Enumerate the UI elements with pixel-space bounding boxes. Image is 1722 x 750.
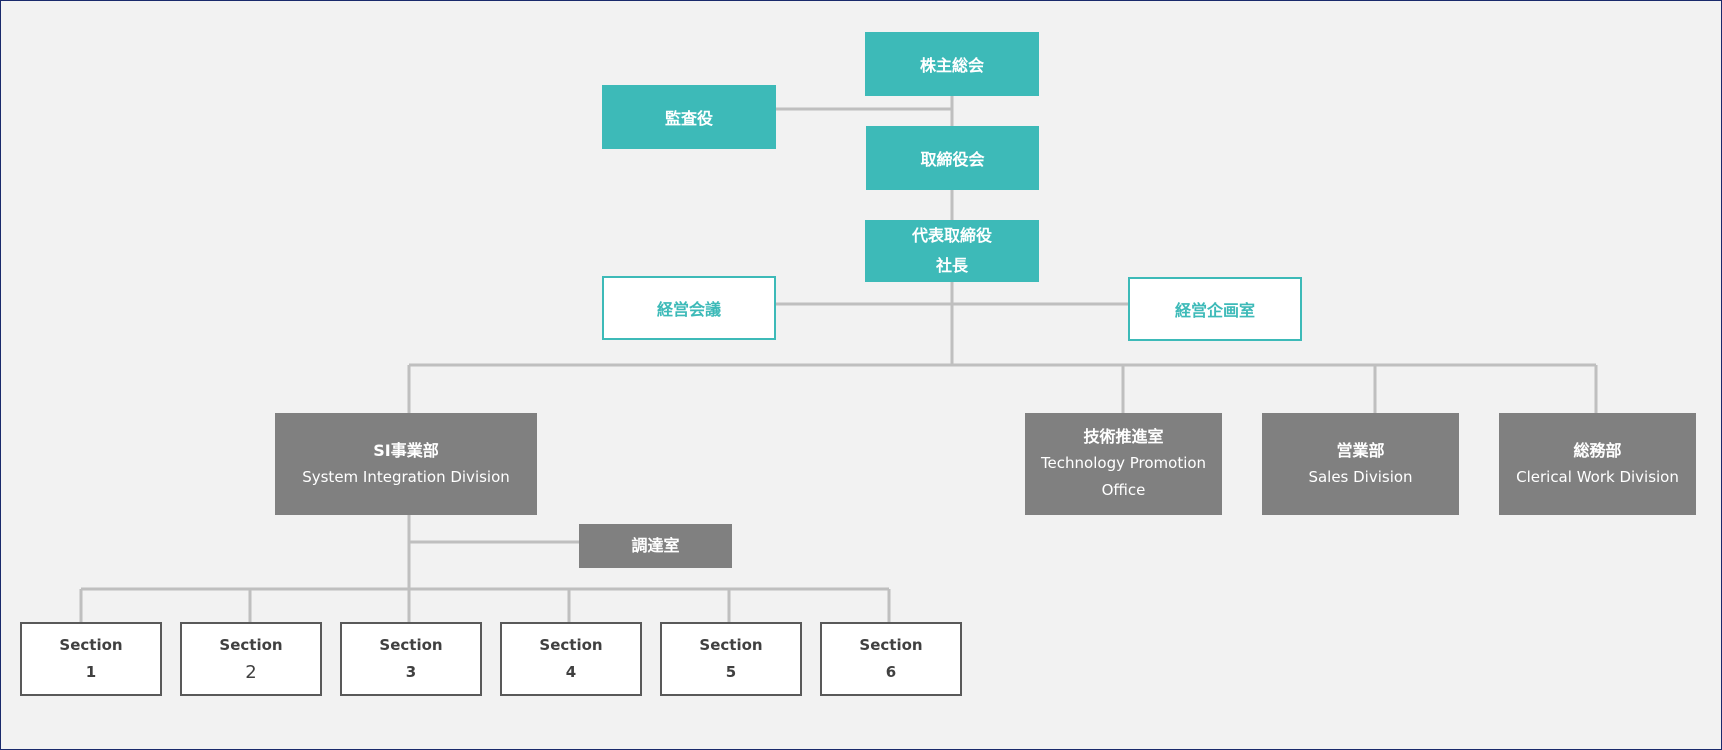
section-6-label: Section — [859, 636, 923, 654]
ceo-box: 代表取締役 社長 — [865, 220, 1039, 282]
sales-division-en: Sales Division — [1308, 467, 1413, 486]
section-6-number: 6 — [885, 663, 897, 681]
corporate-planning-label: 経営企画室 — [1174, 301, 1255, 320]
clerical-division-box: 総務部 Clerical Work Division — [1499, 413, 1696, 515]
section-5-label: Section — [699, 636, 763, 654]
tech-office-ja: 技術推進室 — [1083, 427, 1164, 446]
sales-division-ja: 営業部 — [1336, 440, 1385, 460]
section-1-number: 1 — [85, 663, 97, 681]
section-3-number: 3 — [405, 663, 417, 681]
section-2-label: Section — [219, 636, 283, 654]
ceo-label-line1: 代表取締役 — [911, 226, 992, 245]
section-box-2: Section 2 — [180, 622, 322, 696]
si-division-ja: SI事業部 — [373, 440, 439, 460]
section-4-number: 4 — [565, 663, 577, 681]
section-box-3: Section 3 — [340, 622, 482, 696]
section-box-5: Section 5 — [660, 622, 802, 696]
section-2-number: 2 — [245, 662, 257, 683]
shareholders-meeting-label: 株主総会 — [919, 56, 984, 75]
sales-division-box: 営業部 Sales Division — [1262, 413, 1459, 515]
section-box-6: Section 6 — [820, 622, 962, 696]
board-box: 取締役会 — [866, 126, 1039, 190]
clerical-division-ja: 総務部 — [1573, 440, 1622, 460]
corporate-planning-box: 経営企画室 — [1128, 277, 1302, 341]
management-meeting-box: 経営会議 — [602, 276, 776, 340]
section-1-label: Section — [59, 636, 123, 654]
auditor-label: 監査役 — [664, 109, 713, 128]
section-4-label: Section — [539, 636, 603, 654]
procurement-box: 調達室 — [579, 524, 732, 568]
si-division-box: SI事業部 System Integration Division — [275, 413, 537, 515]
tech-office-box: 技術推進室 Technology Promotion Office — [1025, 413, 1222, 515]
section-3-label: Section — [379, 636, 443, 654]
board-label: 取締役会 — [920, 150, 985, 169]
tech-office-en-line2: Office — [1101, 481, 1146, 499]
shareholders-meeting-box: 株主総会 — [865, 32, 1039, 96]
procurement-label: 調達室 — [631, 536, 680, 555]
section-box-4: Section 4 — [500, 622, 642, 696]
section-box-1: Section 1 — [20, 622, 162, 696]
section-5-number: 5 — [725, 663, 737, 681]
clerical-division-en: Clerical Work Division — [1516, 467, 1679, 486]
management-meeting-label: 経営会議 — [656, 300, 721, 319]
si-division-en: System Integration Division — [302, 467, 510, 486]
ceo-label-line2: 社長 — [935, 256, 968, 275]
auditor-box: 監査役 — [602, 85, 776, 149]
tech-office-en-line1: Technology Promotion — [1040, 454, 1207, 472]
